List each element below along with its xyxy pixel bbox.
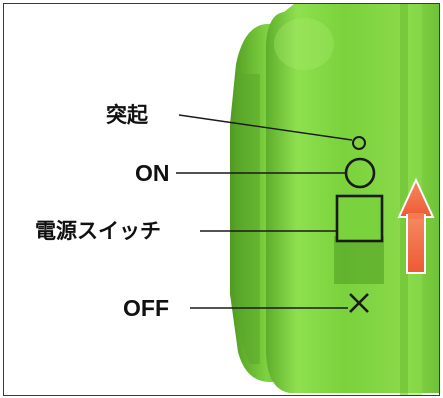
on-marker-icon (344, 157, 376, 189)
body-highlight (274, 18, 334, 70)
label-off: OFF (123, 295, 169, 321)
label-protrusion: 突起 (106, 103, 149, 127)
up-arrow-icon (397, 177, 435, 274)
off-marker-icon (349, 293, 369, 313)
switch-slot (334, 236, 384, 284)
diagram-frame: 突起 ON 電源スイッチ OFF (3, 3, 440, 396)
front-edge (400, 4, 408, 395)
rim-shadow (236, 74, 260, 364)
switch-knob-icon (335, 194, 384, 243)
device-illustration: 突起 ON 電源スイッチ OFF (35, 4, 439, 395)
leader-lines (176, 114, 353, 309)
label-power-switch: 電源スイッチ (35, 220, 161, 243)
protrusion-marker-icon (352, 136, 366, 150)
label-on: ON (135, 160, 170, 186)
leader-protrusion (178, 114, 353, 141)
